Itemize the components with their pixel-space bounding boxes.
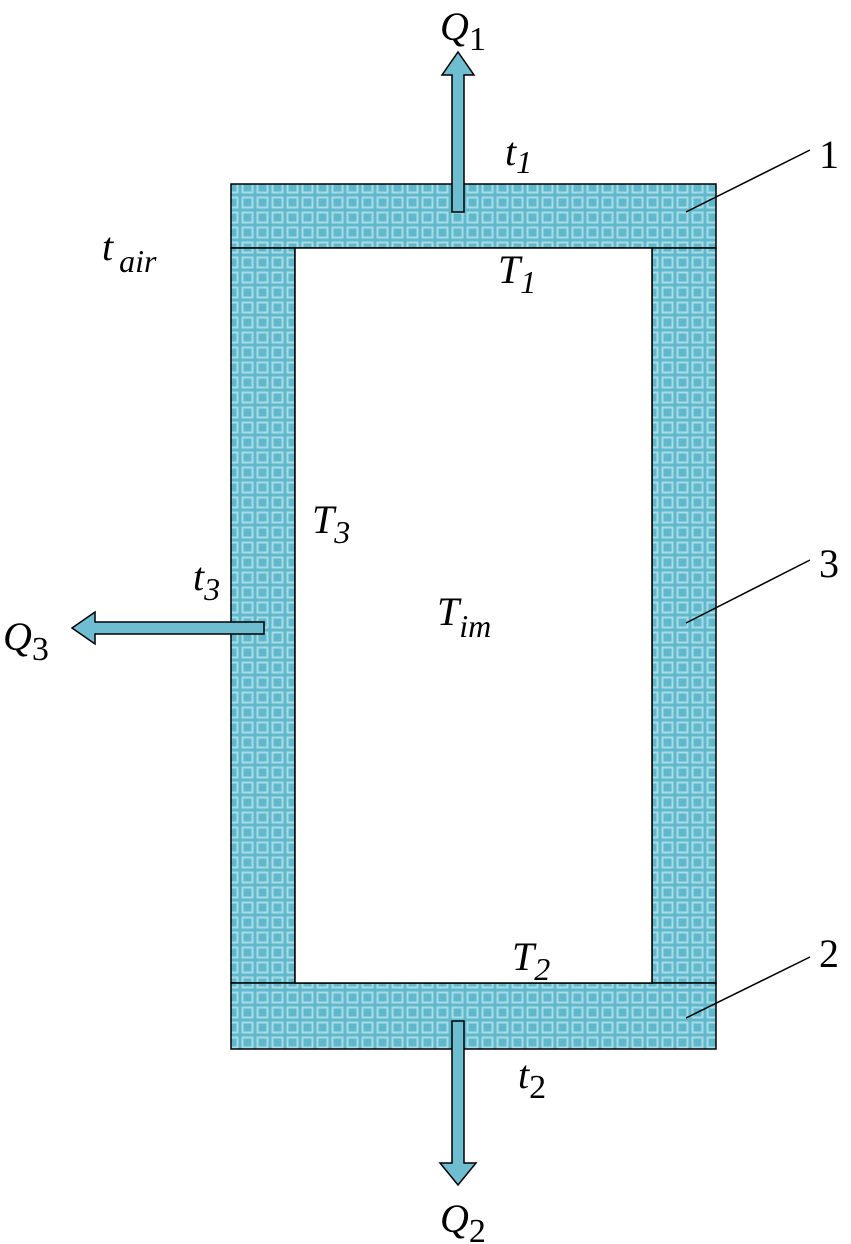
- callout-number-1: 1: [819, 132, 839, 177]
- arrow-q1-up: [440, 50, 476, 213]
- callout-line-1: [685, 149, 811, 213]
- wall-top-1: [230, 183, 717, 249]
- label-q2: Q2: [440, 1196, 486, 1244]
- label-t2: t2: [518, 1052, 546, 1106]
- label-q1: Q1: [440, 4, 486, 58]
- label-q3: Q3: [3, 614, 49, 668]
- callout-number-3: 3: [819, 541, 839, 586]
- label-t3: t3: [193, 554, 220, 607]
- label-t1: t1: [505, 129, 532, 180]
- callout-line-3: [685, 559, 811, 624]
- label-Tim: Tim: [437, 589, 491, 644]
- label-T1: T1: [498, 247, 536, 300]
- arrow-q3-left: [70, 610, 265, 646]
- arrow-q2-down: [438, 1020, 478, 1187]
- label-T2: T2: [512, 934, 550, 987]
- label-T3: T3: [312, 497, 350, 550]
- wall-left-3: [230, 247, 296, 984]
- wall-bottom-2: [230, 982, 717, 1050]
- inner-cavity: [294, 247, 653, 984]
- wall-right-3: [651, 247, 717, 984]
- callout-number-2: 2: [819, 931, 839, 976]
- callout-line-2: [685, 956, 811, 1019]
